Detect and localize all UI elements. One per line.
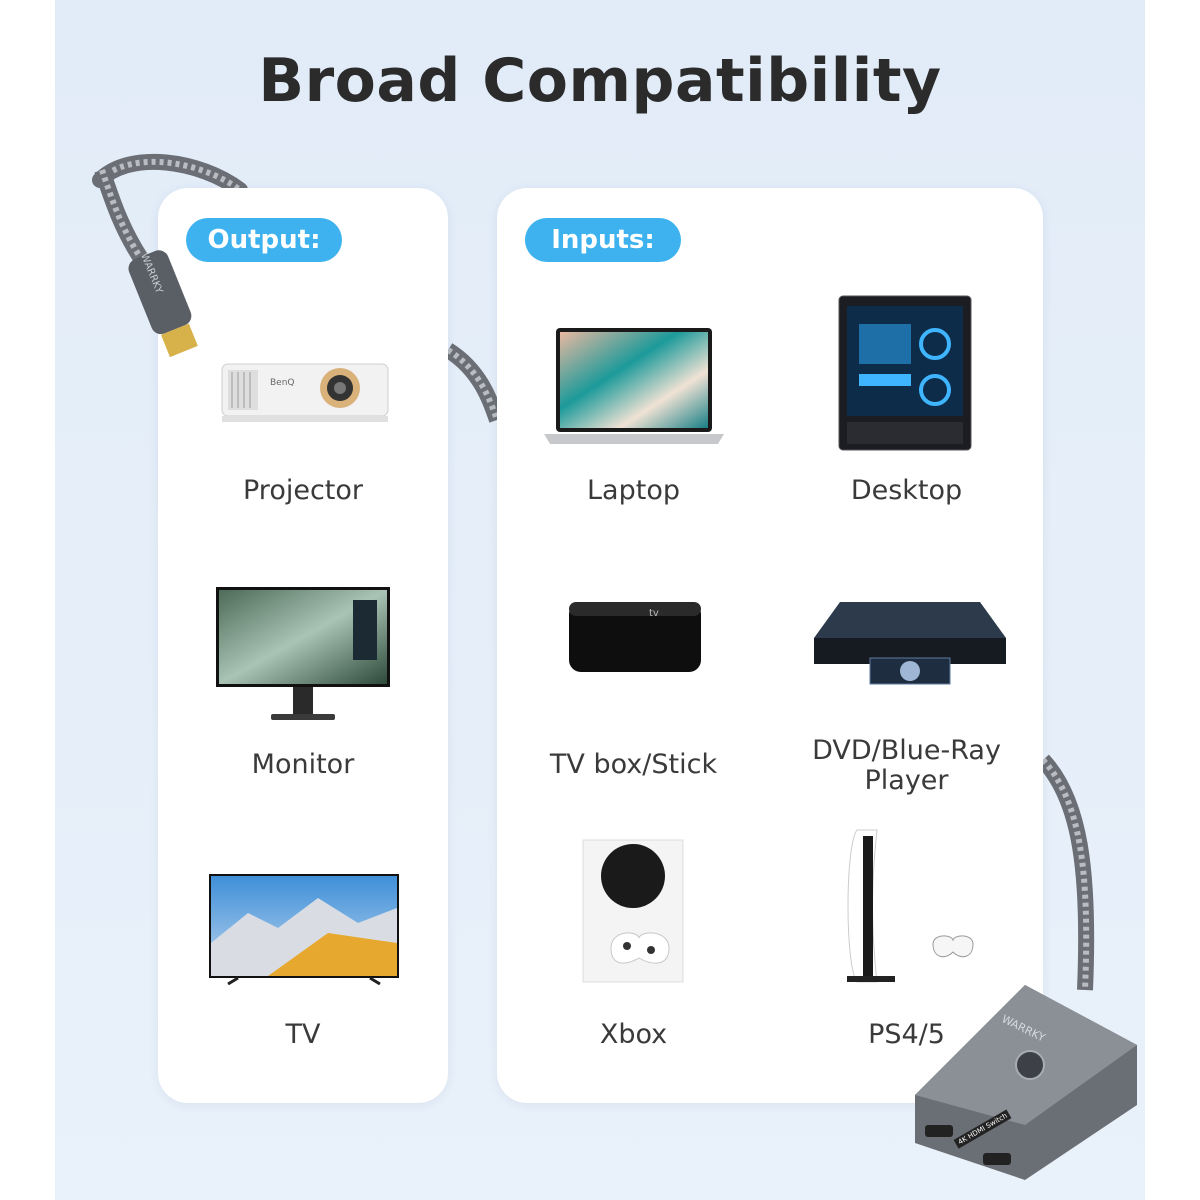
device-label-tv-box: TV box/Stick bbox=[549, 749, 718, 780]
device-label-laptop: Laptop bbox=[587, 475, 680, 506]
device-label-projector: Projector bbox=[243, 475, 363, 506]
hdmi-connector-graphic bbox=[94, 167, 198, 358]
inputs-heading-badge: Inputs: bbox=[525, 218, 681, 262]
svg-text:tv: tv bbox=[649, 608, 659, 619]
tv-box-icon: tv bbox=[569, 602, 701, 672]
device-label-tv: TV bbox=[285, 1019, 321, 1050]
output-heading-badge: Output: bbox=[186, 218, 342, 262]
projector-icon bbox=[221, 363, 389, 422]
inputs-panel: Inputs: Laptop Desktop tv TV box/Stick bbox=[497, 188, 1043, 1103]
device-label-ps5: PS4/5 bbox=[868, 1019, 945, 1050]
hdmi-switch-graphic bbox=[915, 985, 1137, 1180]
desktop-icon bbox=[838, 295, 972, 451]
xbox-icon bbox=[582, 839, 684, 983]
device-label-desktop: Desktop bbox=[850, 475, 963, 506]
device-label-monitor: Monitor bbox=[251, 749, 355, 780]
projector-brand-text: BenQ bbox=[270, 378, 295, 388]
device-label-xbox: Xbox bbox=[599, 1019, 668, 1050]
ps5-icon bbox=[847, 829, 974, 983]
laptop-icon bbox=[544, 328, 724, 444]
tv-icon bbox=[209, 874, 399, 985]
output-panel: Output: BenQ Projector Monitor bbox=[158, 188, 448, 1103]
device-label-bluray: DVD/Blue-Ray Player bbox=[812, 735, 1001, 796]
bluray-player-icon bbox=[814, 602, 1006, 685]
page-title: Broad Compatibility bbox=[258, 46, 942, 116]
monitor-icon bbox=[216, 587, 390, 720]
